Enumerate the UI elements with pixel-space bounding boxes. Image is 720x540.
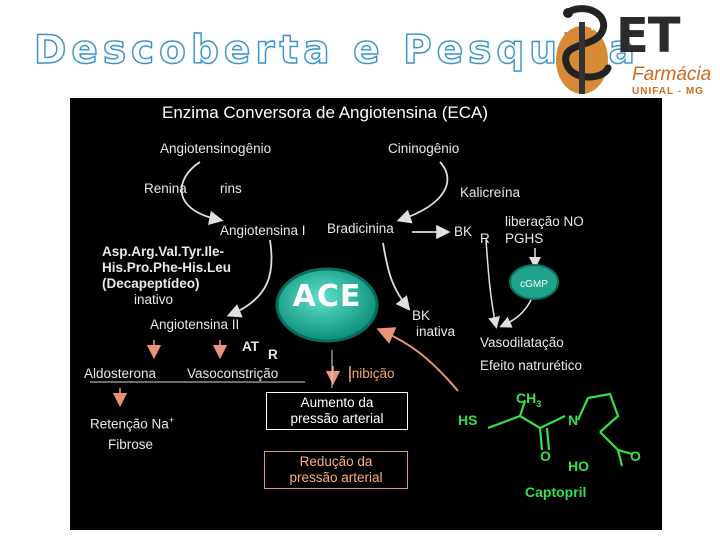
fibrose-label: Fibrose — [108, 437, 154, 452]
inibicao-label: Inibição — [348, 366, 395, 381]
efeito-natriuretico-label: Efeito natrurético — [480, 358, 583, 373]
captopril-hs-label: HS — [458, 412, 478, 428]
at-r-label: R — [268, 347, 278, 362]
captopril-ch-text: CH — [516, 390, 537, 406]
bk-inativa-label-1: BK — [412, 308, 431, 323]
slide-title: Descoberta e Pesquisa — [33, 27, 640, 73]
angiotensina-1-label: Angiotensina I — [220, 223, 306, 238]
aumento-line-1: Aumento da — [300, 395, 374, 410]
logo-brand-text: ET — [616, 8, 681, 64]
captopril-name-label: Captopril — [525, 484, 587, 500]
sequence-line-2: His.Pro.Phe-His.Leu — [102, 260, 232, 275]
bk-inativa-label-2: inativa — [416, 324, 456, 339]
reducao-line-1: Redução da — [299, 454, 373, 469]
bradicinina-label: Bradicinina — [327, 221, 394, 236]
aumento-line-2: pressão arterial — [290, 410, 384, 426]
retencao-sup: + — [168, 415, 175, 425]
figure-title: Enzima Conversora de Angiotensina (ECA) — [162, 103, 488, 122]
ace-pathway-figure: Enzima Conversora de Angiotensina (ECA) … — [70, 98, 662, 530]
logo-farmacia-text: Farmácia — [632, 64, 712, 85]
bk-receptor-label: R — [480, 231, 490, 246]
angiotensina-2-label: Angiotensina II — [150, 317, 240, 332]
retencao-label: Retenção Na+ — [90, 415, 175, 432]
logo-unifal-text: UNIFAL - MG — [632, 86, 704, 97]
pathway-arrows — [90, 161, 633, 467]
retencao-text: Retenção Na — [90, 416, 169, 432]
angiotensinogenio-label: Angiotensinogênio — [160, 141, 272, 156]
captopril-ch3-label: CH3 — [516, 390, 541, 409]
vasoconstricao-label: Vasoconstrição — [187, 366, 279, 381]
reducao-pressao-box: Redução da pressão arterial — [264, 451, 408, 489]
vasodilatacao-label: Vasodilatação — [480, 335, 564, 350]
pet-farmacia-logo: ET Farmácia UNIFAL - MG — [548, 2, 720, 98]
cininogenio-label: Cininogênio — [388, 141, 460, 156]
inativo-label: inativo — [134, 292, 174, 307]
liberacao-no-label: liberação NO — [505, 214, 584, 229]
reducao-line-2: pressão arterial — [289, 469, 383, 485]
kalicreina-label: Kalicreína — [460, 185, 521, 200]
aldosterona-label: Aldosterona — [84, 366, 157, 381]
at-receptor-label: AT — [242, 339, 259, 354]
bk-label: BK — [454, 224, 473, 239]
ace-enzyme-label: ACE — [292, 279, 362, 314]
captopril-n-label: N — [568, 412, 579, 428]
captopril-ho-label: HO — [568, 458, 589, 474]
pghs-label: PGHS — [505, 231, 544, 246]
rins-label: rins — [220, 181, 242, 196]
captopril-o2-label: O — [630, 448, 641, 464]
aumento-pressao-box: Aumento da pressão arterial — [266, 392, 408, 430]
snake-emblem-icon — [556, 5, 612, 94]
captopril-ch3-sub: 3 — [536, 398, 542, 409]
cgmp-label: cGMP — [520, 279, 548, 290]
renina-label: Renina — [144, 181, 187, 196]
captopril-o1-label: O — [540, 448, 551, 464]
sequence-line-3: (Decapeptídeo) — [102, 276, 200, 291]
sequence-line-1: Asp.Arg.Val.Tyr.Ile- — [102, 244, 225, 259]
